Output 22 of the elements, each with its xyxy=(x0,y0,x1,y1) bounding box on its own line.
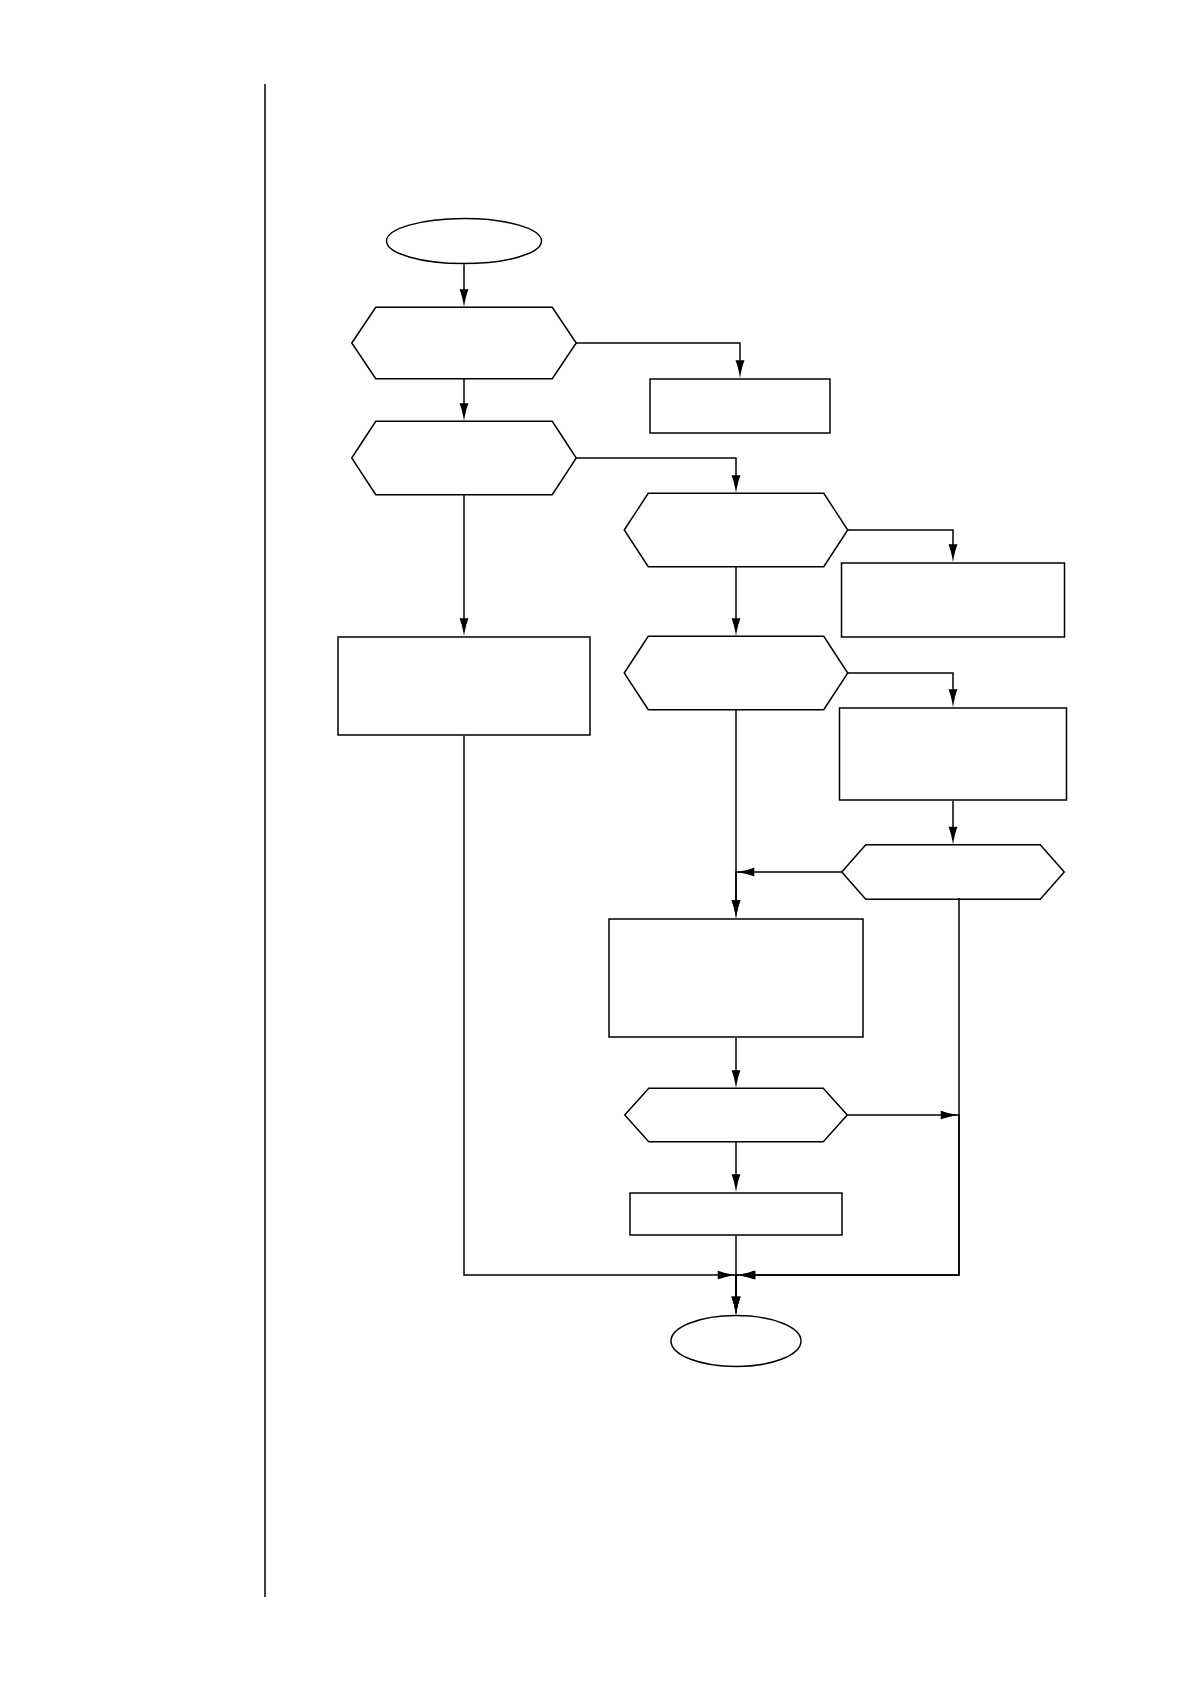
arrow xyxy=(847,672,958,704)
arrow xyxy=(731,566,741,633)
arrow xyxy=(459,378,469,418)
terminal-oval xyxy=(385,217,543,265)
arrow xyxy=(575,457,741,490)
process-box xyxy=(649,378,831,434)
process-box xyxy=(629,1192,843,1236)
arrow xyxy=(731,867,843,915)
arrow xyxy=(575,342,745,375)
process-box xyxy=(838,707,1068,801)
decision-hexagon xyxy=(623,635,849,711)
arrow xyxy=(731,1037,741,1085)
arrow xyxy=(948,800,958,841)
arrow xyxy=(847,529,958,559)
arrow xyxy=(731,1141,741,1189)
process-box xyxy=(840,562,1066,638)
terminal-oval xyxy=(670,1314,802,1368)
arrow xyxy=(459,494,469,633)
arrow xyxy=(459,263,469,304)
process-box xyxy=(337,636,591,736)
process-box xyxy=(608,918,864,1038)
decision-hexagon xyxy=(623,492,849,568)
